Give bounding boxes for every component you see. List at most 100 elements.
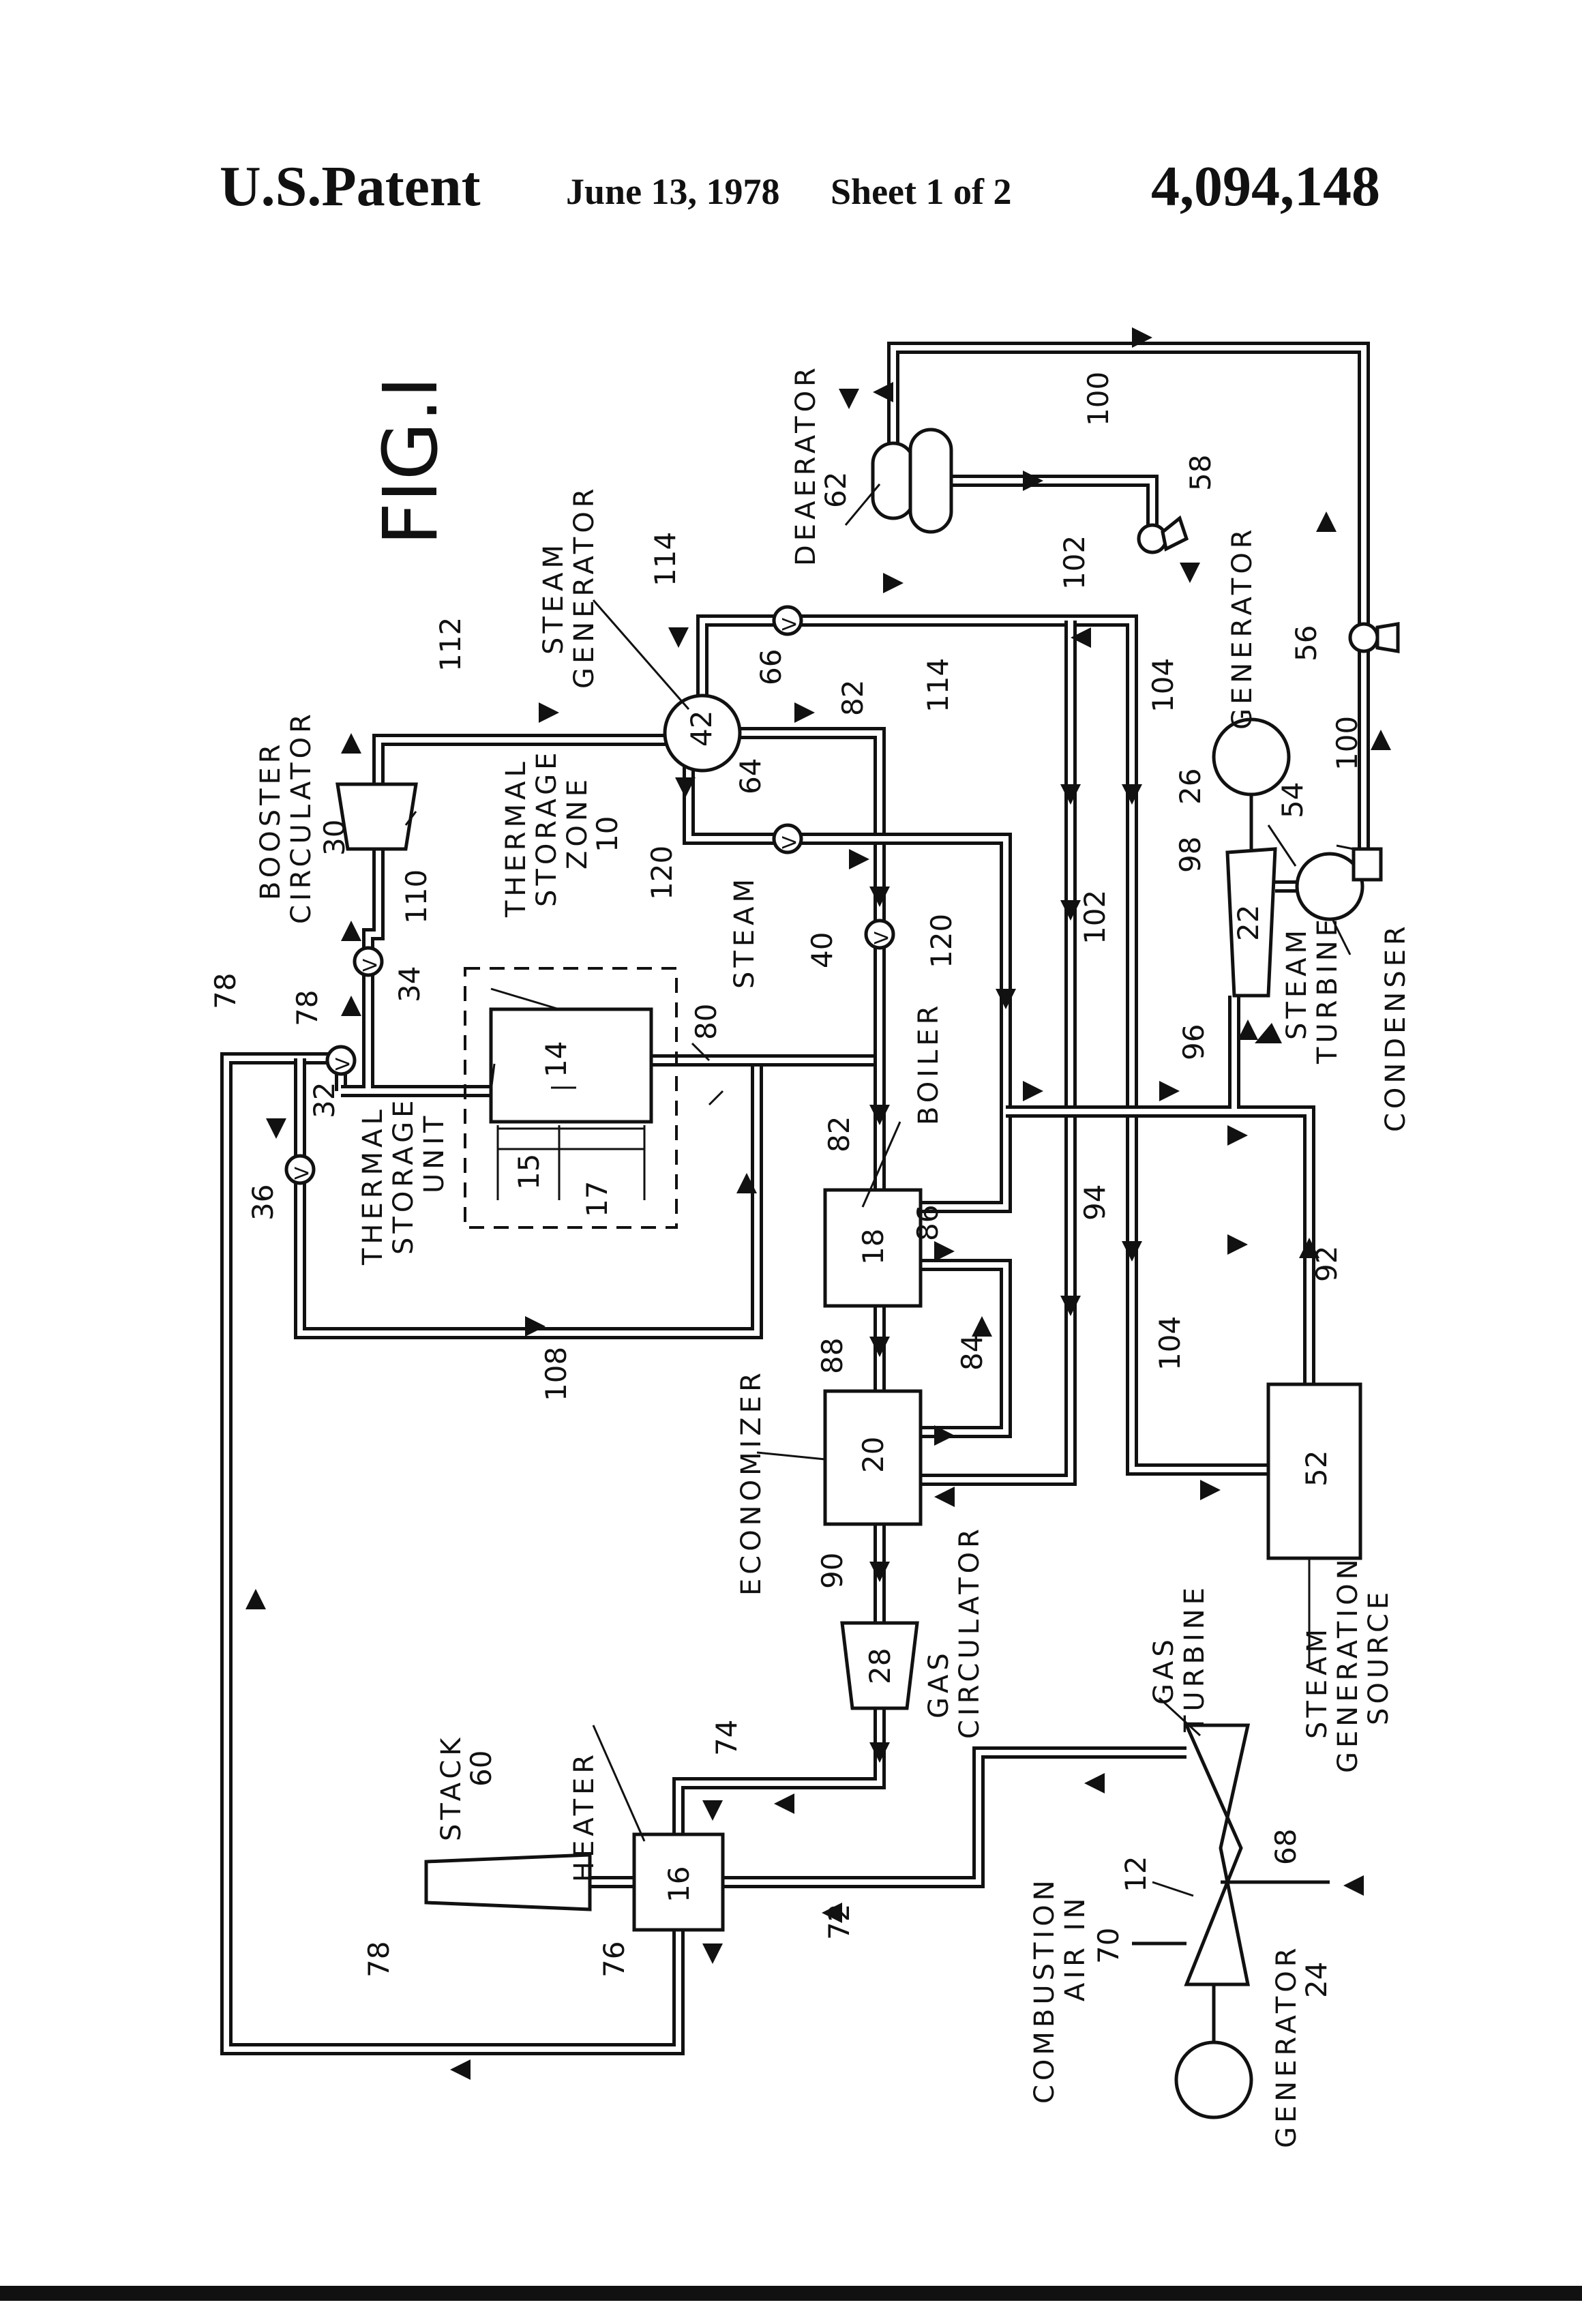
pump-56 bbox=[1350, 624, 1377, 651]
steam-line-label: STEAM bbox=[729, 875, 760, 989]
stack-label: STACK bbox=[436, 1733, 467, 1841]
pipe-74 bbox=[678, 1708, 880, 1834]
combustion-air-label-2: AIR IN bbox=[1060, 1894, 1091, 2001]
ref-120-b: 120 bbox=[925, 914, 958, 968]
steam-turbine-label-2: TURBINE bbox=[1312, 915, 1343, 1064]
ref-108: 108 bbox=[539, 1347, 573, 1401]
ref-114-a: 114 bbox=[648, 532, 682, 586]
ref-80: 80 bbox=[689, 1004, 723, 1040]
ref-110: 110 bbox=[400, 869, 433, 924]
ref-84: 84 bbox=[955, 1335, 989, 1371]
ref-102-a: 102 bbox=[1058, 535, 1091, 590]
boiler-label: BOILER bbox=[913, 1002, 944, 1125]
thermal-storage-zone-label-3: ZONE bbox=[562, 775, 593, 869]
deaerator-label: DEAERATOR bbox=[790, 363, 822, 566]
stack-ref: 60 bbox=[464, 1751, 498, 1787]
ref-96: 96 bbox=[1177, 1024, 1210, 1060]
ref-34: 34 bbox=[393, 966, 426, 1002]
economizer-label: ECONOMIZER bbox=[736, 1369, 767, 1596]
thermal-storage-zone-label-2: STORAGE bbox=[531, 749, 563, 907]
pipe-deaerator-58 bbox=[941, 481, 1152, 528]
svg-text:V: V bbox=[870, 932, 893, 944]
steam-generation-source-ref: 52 bbox=[1300, 1450, 1333, 1487]
ref-100-b: 100 bbox=[1330, 716, 1364, 771]
ref-102-b: 102 bbox=[1078, 890, 1111, 944]
valve-32: V bbox=[327, 1047, 355, 1074]
thermal-storage-zone-ref: 10 bbox=[591, 816, 624, 852]
gas-circulator-ref: 28 bbox=[863, 1648, 897, 1684]
condenser-hotwell bbox=[1354, 849, 1381, 880]
ref-76: 76 bbox=[597, 1941, 631, 1978]
thermal-storage-zone-label-1: THERMAL bbox=[501, 758, 532, 918]
ref-68: 68 bbox=[1269, 1829, 1302, 1865]
combustion-air-label-1: COMBUSTION bbox=[1029, 1876, 1060, 2104]
ref-86: 86 bbox=[911, 1205, 944, 1241]
ref-78-c: 78 bbox=[362, 1941, 395, 1978]
thermal-storage-unit-label-1: THERMAL bbox=[357, 1105, 389, 1266]
gas-turbine-ref: 12 bbox=[1119, 1856, 1152, 1892]
economizer-ref: 20 bbox=[856, 1437, 890, 1473]
ref-78-a: 78 bbox=[209, 973, 242, 1009]
valve-66: V bbox=[774, 607, 801, 634]
svg-text:V: V bbox=[331, 1058, 354, 1071]
ref-120-a: 120 bbox=[645, 846, 678, 900]
generator-24 bbox=[1176, 2042, 1251, 2117]
ref-78-b: 78 bbox=[290, 990, 324, 1026]
pump-58 bbox=[1139, 525, 1166, 552]
steam-generation-source-label-2: GENERATION bbox=[1332, 1555, 1364, 1773]
ref-82-a: 82 bbox=[836, 680, 869, 716]
combustion-air-ref: 70 bbox=[1092, 1928, 1125, 1964]
gas-circulator-label-1: GAS bbox=[923, 1649, 955, 1718]
steam-generator-label-1: STEAM bbox=[538, 541, 569, 655]
boiler-ref: 18 bbox=[856, 1229, 890, 1265]
ref-112: 112 bbox=[434, 617, 467, 672]
ref-92: 92 bbox=[1310, 1246, 1343, 1282]
condenser-ref: 54 bbox=[1276, 782, 1309, 818]
thermal-storage-unit-ref: 14 bbox=[539, 1041, 573, 1077]
ref-74: 74 bbox=[710, 1720, 743, 1756]
steam-generator-ref: 42 bbox=[685, 711, 718, 747]
ref-98: 98 bbox=[1174, 837, 1207, 873]
ref-15: 15 bbox=[512, 1154, 546, 1190]
valve-40: V bbox=[866, 921, 893, 948]
svg-text:V: V bbox=[359, 959, 381, 972]
ref-36: 36 bbox=[246, 1185, 280, 1221]
svg-text:V: V bbox=[778, 618, 801, 631]
valve-36: V bbox=[286, 1156, 314, 1183]
pump-58-body bbox=[1163, 518, 1186, 549]
generator-26-label: GENERATOR bbox=[1227, 525, 1258, 730]
booster-circulator-ref: 30 bbox=[318, 820, 351, 856]
generator-24-ref: 24 bbox=[1300, 1962, 1333, 1998]
ref-114-b: 114 bbox=[921, 658, 955, 713]
ref-82-b: 82 bbox=[822, 1116, 856, 1152]
thermal-storage-unit-label-3: UNIT bbox=[419, 1112, 450, 1193]
gas-circulator-label-2: CIRCULATOR bbox=[954, 1525, 985, 1739]
condenser-label: CONDENSER bbox=[1380, 922, 1412, 1132]
ref-17: 17 bbox=[580, 1181, 614, 1217]
pump-56-body bbox=[1377, 624, 1398, 651]
steam-turbine-ref: 22 bbox=[1232, 905, 1265, 941]
deaerator bbox=[873, 430, 951, 532]
gas-turbine-label-1: GAS bbox=[1148, 1635, 1180, 1705]
ref-40: 40 bbox=[805, 932, 839, 968]
page-bottom-rule bbox=[0, 2286, 1582, 2301]
generator-26-ref: 26 bbox=[1174, 769, 1207, 805]
steam-turbine-label-1: STEAM bbox=[1281, 926, 1313, 1040]
stack bbox=[426, 1855, 590, 1909]
ref-58: 58 bbox=[1184, 455, 1217, 491]
gas-turbine-label-2: TURBINE bbox=[1179, 1583, 1210, 1733]
ref-104-b: 104 bbox=[1153, 1316, 1186, 1371]
figure-title: FIG.I bbox=[367, 376, 454, 546]
booster-circulator-label-2: CIRCULATOR bbox=[286, 710, 317, 924]
svg-text:V: V bbox=[290, 1167, 313, 1180]
ref-72: 72 bbox=[822, 1904, 856, 1940]
heater-label: HEATER bbox=[569, 1751, 600, 1882]
deaerator-ref: 62 bbox=[819, 472, 852, 508]
booster-circulator-label-1: BOOSTER bbox=[255, 740, 286, 900]
ref-104-a: 104 bbox=[1146, 658, 1180, 713]
ref-66: 66 bbox=[754, 649, 788, 685]
ref-64: 64 bbox=[734, 758, 767, 794]
heater-ref: 16 bbox=[662, 1866, 696, 1903]
valve-34: V bbox=[355, 948, 382, 975]
